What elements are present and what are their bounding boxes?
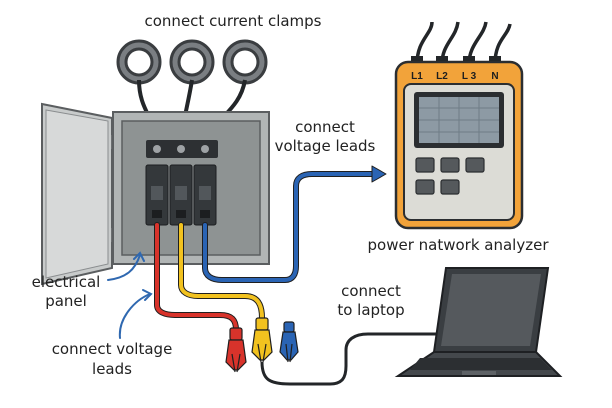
annotation-arrows — [107, 251, 153, 339]
terminal-l2: L2 — [436, 71, 448, 82]
breaker-icon — [169, 164, 193, 226]
label-analyzer: power natwork analyzer — [368, 236, 550, 254]
label-electrical-panel-2: panel — [45, 292, 87, 310]
alligator-clip-icon — [225, 327, 247, 373]
voltage-leads — [154, 165, 387, 333]
label-connect-laptop-1: connect — [341, 282, 401, 300]
current-clamp-icon — [222, 39, 268, 85]
alligator-clips — [225, 317, 440, 386]
electrical-panel — [41, 102, 270, 286]
label-connect-voltage-top-2: voltage leads — [275, 137, 376, 155]
label-connect-clamps: connect current clamps — [145, 12, 322, 30]
label-connect-voltage-bottom-2: leads — [92, 360, 132, 378]
current-clamp-icon — [116, 39, 162, 85]
label-electrical-panel-1: electrical — [32, 273, 101, 291]
label-connect-laptop-2: to laptop — [337, 301, 404, 319]
alligator-clip-icon — [251, 317, 273, 363]
terminal-l1: L1 — [411, 71, 423, 82]
alligator-clip-icon — [279, 321, 299, 363]
current-clamps — [116, 39, 268, 85]
laptop-cable — [260, 332, 440, 386]
laptop-icon — [394, 267, 563, 377]
analyzer-icon: L1 L2 L 3 N — [394, 21, 524, 230]
label-connect-voltage-top-1: connect — [295, 118, 355, 136]
terminal-n: N — [491, 71, 498, 82]
breaker-icon — [193, 164, 217, 226]
label-connect-voltage-bottom-1: connect voltage — [52, 340, 173, 358]
terminal-l3: L 3 — [462, 71, 477, 82]
current-clamp-icon — [169, 39, 215, 85]
breaker-icon — [145, 164, 169, 226]
